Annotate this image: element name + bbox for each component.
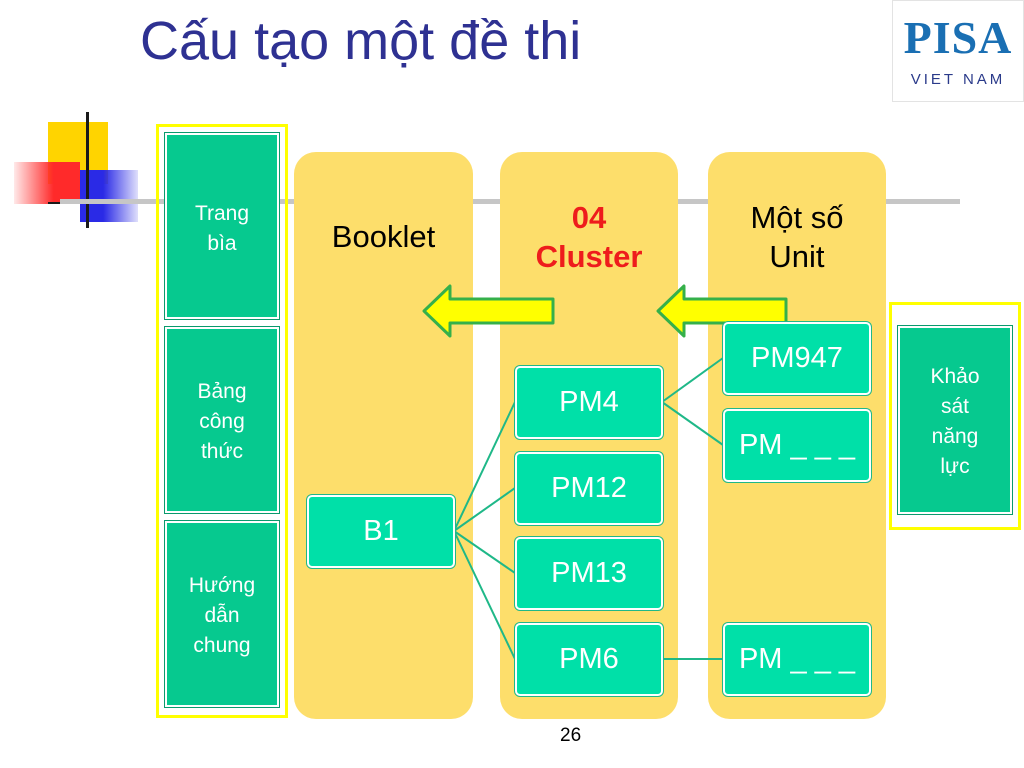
node-b1: B1 <box>307 495 455 568</box>
node-pm4: PM4 <box>515 366 663 439</box>
node-pm947: PM947 <box>723 322 871 395</box>
logo-wordmark: PISA <box>903 12 1013 63</box>
panel-formula-sheet: Bảng công thức <box>165 327 279 513</box>
page-number: 26 <box>560 725 582 746</box>
node-pm12: PM12 <box>515 452 663 525</box>
decor-vertical-line <box>86 112 89 228</box>
pisa-logo: PISA VIET NAM <box>892 0 1024 102</box>
right-panel-frame <box>889 302 1021 530</box>
panel-general-guide-line: Hướng <box>188 574 256 597</box>
node-pm-blank-2: PM _ _ _ <box>723 623 871 696</box>
panel-general-guide: Hướng dẫn chung <box>165 521 279 707</box>
column-unit-title-line1: Một số <box>750 200 844 235</box>
panel-general-guide-line: chung <box>193 634 251 657</box>
panel-cover-page: Trang bìa <box>165 133 279 319</box>
panel-competency-survey-line: lực <box>940 455 970 478</box>
decor-blue-square <box>80 170 138 222</box>
column-unit-title-line2: Unit <box>769 239 825 274</box>
node-pm-blank-1: PM _ _ _ <box>723 409 871 482</box>
column-cluster-title-line1: 04 <box>571 200 607 235</box>
panel-competency-survey-line: sát <box>940 395 969 418</box>
column-booklet-title: Booklet <box>331 219 436 254</box>
panel-formula-sheet-line: công <box>199 410 245 433</box>
panel-formula-sheet-line: thức <box>200 440 244 463</box>
page-title: Cấu tạo một đề thi <box>140 11 582 71</box>
panel-competency-survey-line: Khảo <box>930 365 980 388</box>
node-pm6: PM6 <box>515 623 663 696</box>
panel-formula-sheet-line: Bảng <box>197 380 247 403</box>
panel-general-guide-line: dẫn <box>204 604 240 627</box>
node-pm13: PM13 <box>515 537 663 610</box>
column-cluster-title-line2: Cluster <box>535 239 643 274</box>
logo-subtitle: VIET NAM <box>910 71 1006 88</box>
left-panel-frame <box>156 124 288 718</box>
panel-cover-page-line: bìa <box>207 232 237 255</box>
column-booklet: Booklet <box>294 152 473 719</box>
panel-competency-survey-line: năng <box>931 425 979 448</box>
decor-red-square <box>14 162 80 204</box>
panel-cover-page-line: Trang <box>194 202 250 225</box>
panel-competency-survey: Khảo sát năng lực <box>898 326 1012 514</box>
